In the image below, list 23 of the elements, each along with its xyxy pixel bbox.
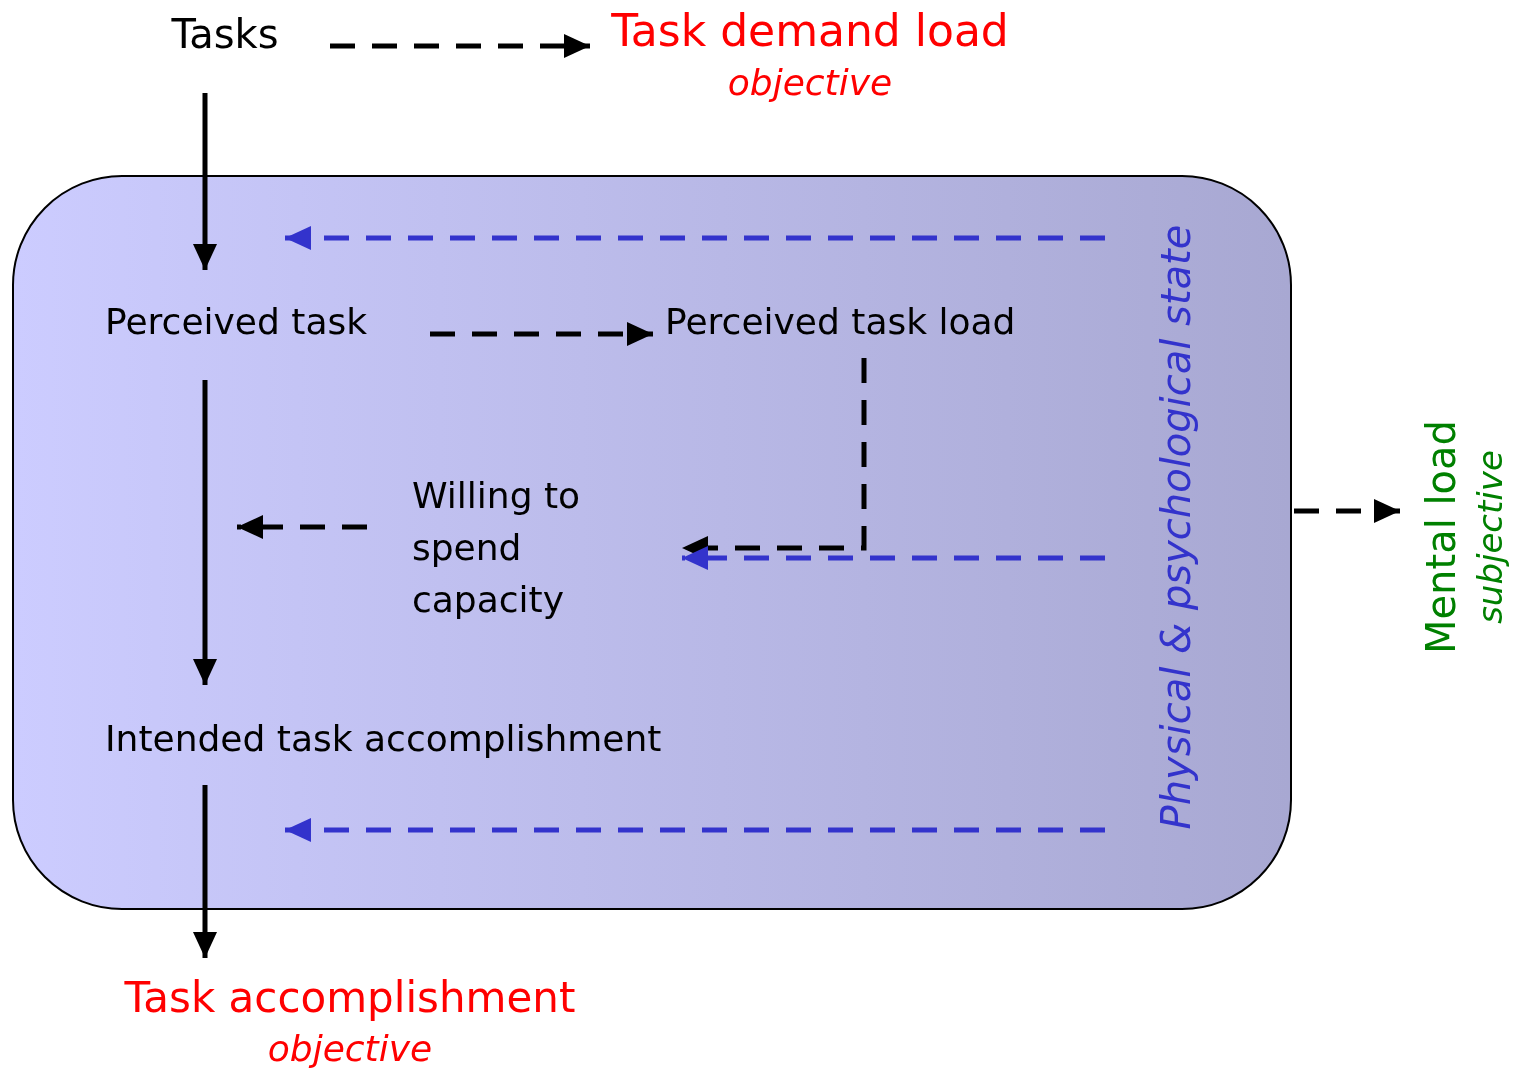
node-sublabel: subjective <box>1469 450 1511 624</box>
arrow <box>193 380 217 685</box>
arrow <box>237 515 367 539</box>
rounded-panel <box>12 175 1292 910</box>
node-label: Task demand load <box>611 4 1009 58</box>
arrow <box>193 93 217 270</box>
arrow <box>330 34 590 58</box>
node-label: Willing to spend capacity <box>412 474 582 622</box>
node-label: Task accomplishment <box>124 972 576 1024</box>
arrow <box>285 226 1105 250</box>
arrow <box>682 546 1105 570</box>
node-sublabel: objective <box>727 61 893 105</box>
node-label: Tasks <box>171 10 279 59</box>
arrow <box>1294 499 1400 523</box>
arrow <box>285 818 1105 842</box>
arrow <box>430 322 653 346</box>
node-sublabel: objective <box>267 1027 433 1071</box>
node-label: Perceived task load <box>665 300 1016 344</box>
arrow <box>193 785 217 958</box>
node-label: Physical & psychological state <box>1152 224 1200 830</box>
node-label: Intended task accomplishment <box>105 717 662 761</box>
node-label: Perceived task <box>105 300 368 344</box>
node-label: Mental load <box>1417 420 1465 654</box>
